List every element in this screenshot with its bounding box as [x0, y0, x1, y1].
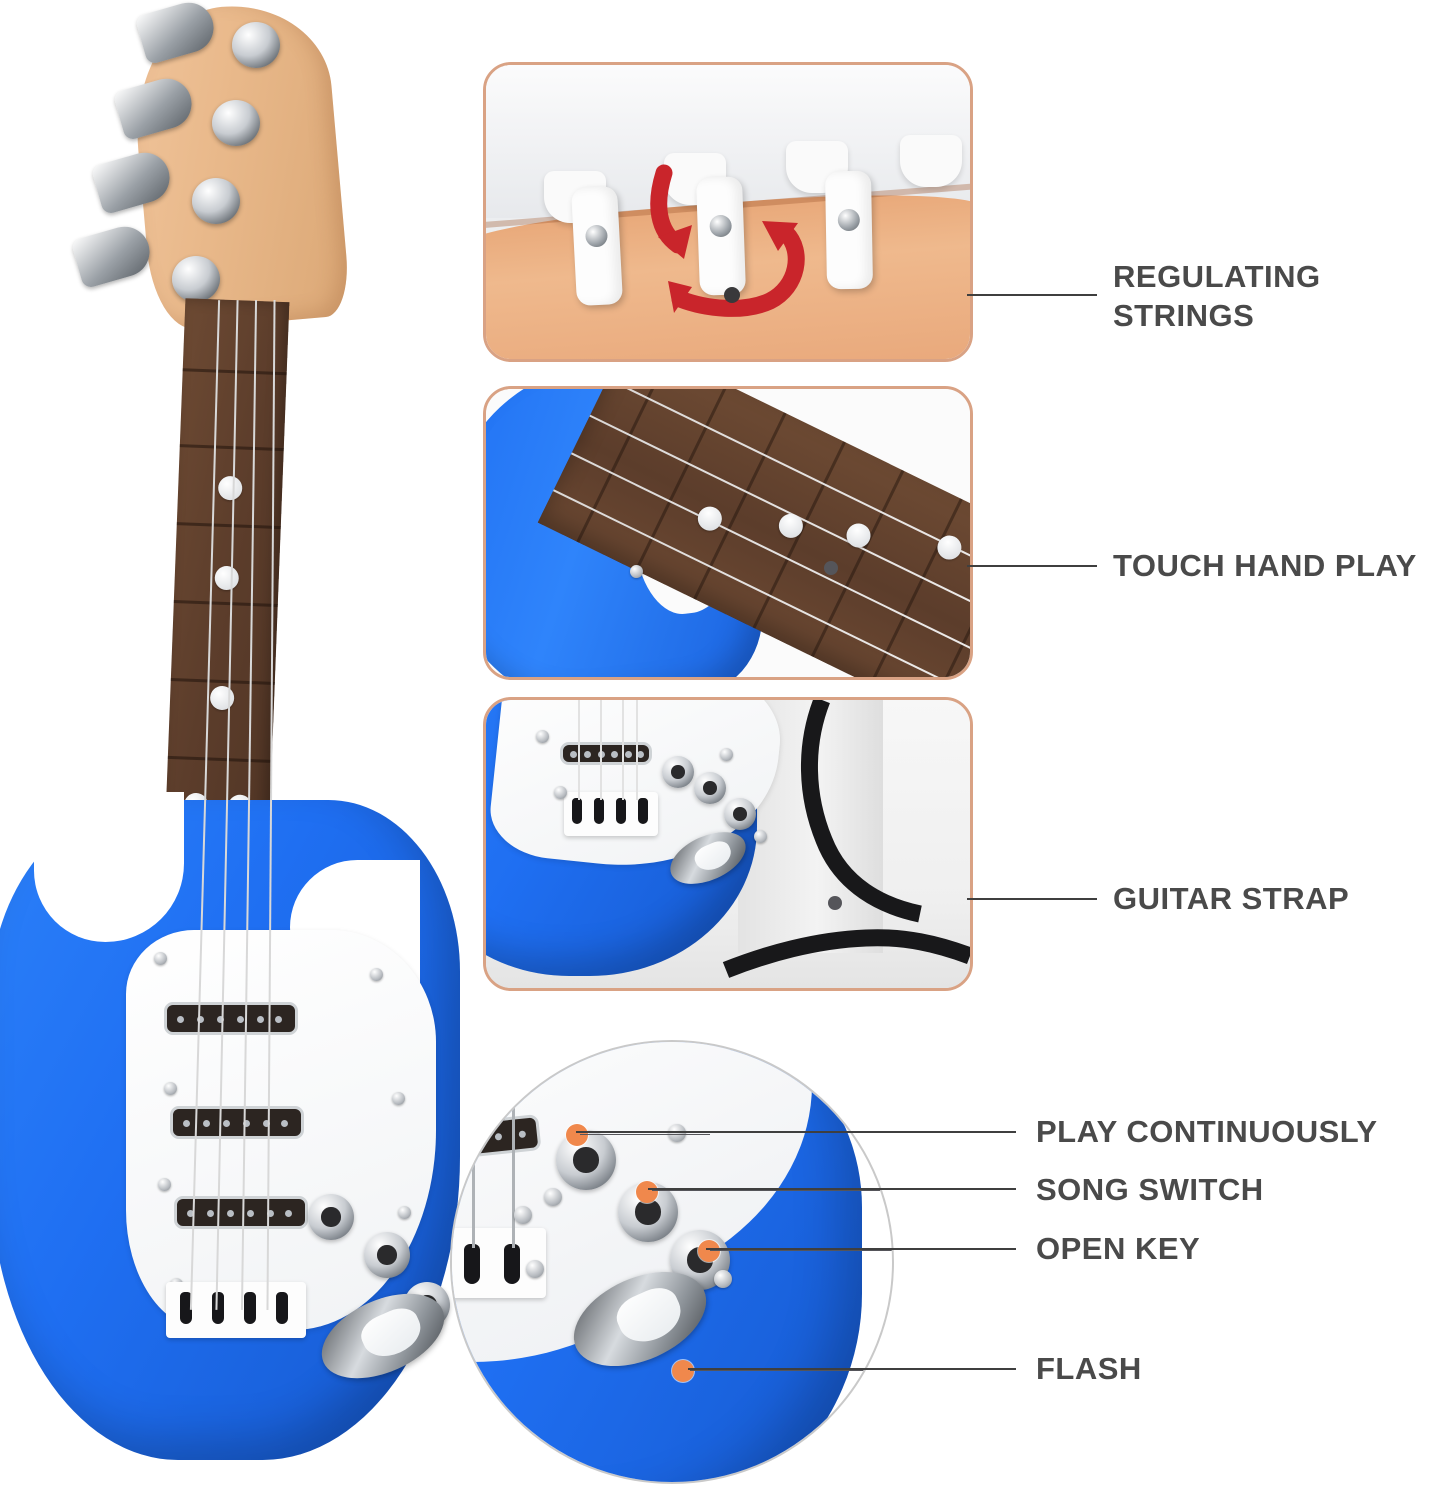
guitar-strap [722, 700, 970, 978]
tuning-key [70, 220, 156, 290]
fret-inlay-dot [693, 502, 726, 535]
pickup [170, 1106, 304, 1139]
control-zoom-circle [450, 1040, 894, 1484]
callout-label-song-switch: SONG SWITCH [1036, 1172, 1264, 1207]
pickup [164, 1002, 298, 1035]
bridge-saddle [464, 1244, 480, 1284]
marker-play-continuously [566, 1124, 588, 1146]
bridge-saddle [244, 1292, 256, 1324]
bridge-saddle [572, 798, 582, 824]
pickguard-screw [158, 1178, 171, 1191]
pickguard-screw [668, 1124, 686, 1142]
control-button-play-continuously[interactable] [308, 1194, 354, 1240]
callout-label-touch-hand-play: TOUCH HAND PLAY [1113, 548, 1417, 583]
pickguard-screw [720, 748, 733, 761]
panel-tuning-pegs [483, 62, 973, 362]
fret-inlay-dot [841, 519, 875, 552]
bridge [166, 1282, 306, 1338]
pickguard-screw [164, 1082, 177, 1095]
bridge-saddle [616, 798, 626, 824]
leader-line-open-key [706, 1248, 1016, 1250]
tuner-post [192, 178, 240, 224]
callout-label-regulating-strings: REGULATING STRINGS [1113, 259, 1321, 333]
control-button[interactable] [662, 756, 694, 788]
pickguard-screw [544, 1188, 562, 1206]
tuner-post [212, 100, 260, 146]
bridge-saddle [594, 798, 604, 824]
bridge-saddle [276, 1292, 288, 1324]
bridge-saddle [638, 798, 648, 824]
pickguard-screw [714, 1270, 732, 1288]
leader-line-regulating-strings-outer [967, 294, 1097, 296]
panel-strap [483, 697, 973, 991]
control-button[interactable] [724, 798, 756, 830]
fret-inlay-dot [774, 509, 807, 542]
pickup [174, 1196, 308, 1229]
marker-flash [672, 1360, 694, 1382]
neck-plate-screw [630, 565, 643, 578]
pickguard-screw [536, 730, 549, 743]
pickguard-screw [370, 968, 383, 981]
tuner-post [232, 22, 280, 68]
leader-line-song-switch [648, 1188, 1016, 1190]
callout-anchor-dot [824, 561, 838, 575]
marker-open-key [698, 1240, 720, 1262]
bridge-saddle [504, 1244, 520, 1284]
callout-label-play-continuously: PLAY CONTINUOUSLY [1036, 1114, 1378, 1149]
leader-line-touch-hand-play [967, 565, 1097, 567]
fret-inlay-dot [214, 565, 240, 591]
marker-song-switch [636, 1181, 658, 1203]
leader-line-guitar-strap [967, 898, 1097, 900]
fret-inlay-dot [932, 531, 965, 564]
pickguard-screw [154, 952, 167, 965]
pickguard-screw [554, 786, 567, 799]
pickguard-screw [392, 1092, 405, 1105]
main-guitar-product-photo [0, 0, 470, 1486]
callout-anchor-dot [828, 896, 842, 910]
pickguard-screw [754, 830, 767, 843]
control-button-song-switch[interactable] [364, 1232, 410, 1278]
pickguard-screw [526, 1260, 544, 1278]
bridge-saddle [180, 1292, 192, 1324]
guitar-string [600, 700, 602, 800]
guitar-string [636, 700, 638, 800]
panel-fretboard [483, 386, 973, 680]
peg-top [900, 135, 962, 187]
guitar-string [622, 700, 624, 800]
leader-line-flash [688, 1368, 1016, 1370]
leader-line-play-continuously [576, 1131, 1016, 1133]
guitar-string [472, 1094, 475, 1248]
tuner-post [172, 256, 220, 302]
guitar-string [578, 700, 580, 800]
callout-label-guitar-strap: GUITAR STRAP [1113, 881, 1350, 916]
pickguard-screw [398, 1206, 411, 1219]
callout-anchor-dot [724, 287, 740, 303]
callout-label-flash: FLASH [1036, 1351, 1142, 1386]
guitar-string [512, 1094, 515, 1248]
fret-inlay-dot [209, 685, 235, 711]
rotation-arrow-icon [650, 164, 805, 317]
fret-inlay-dot [217, 475, 243, 501]
bridge-saddle [212, 1292, 224, 1324]
control-button[interactable] [694, 772, 726, 804]
callout-label-open-key: OPEN KEY [1036, 1231, 1201, 1266]
pickguard-screw [514, 1206, 532, 1224]
